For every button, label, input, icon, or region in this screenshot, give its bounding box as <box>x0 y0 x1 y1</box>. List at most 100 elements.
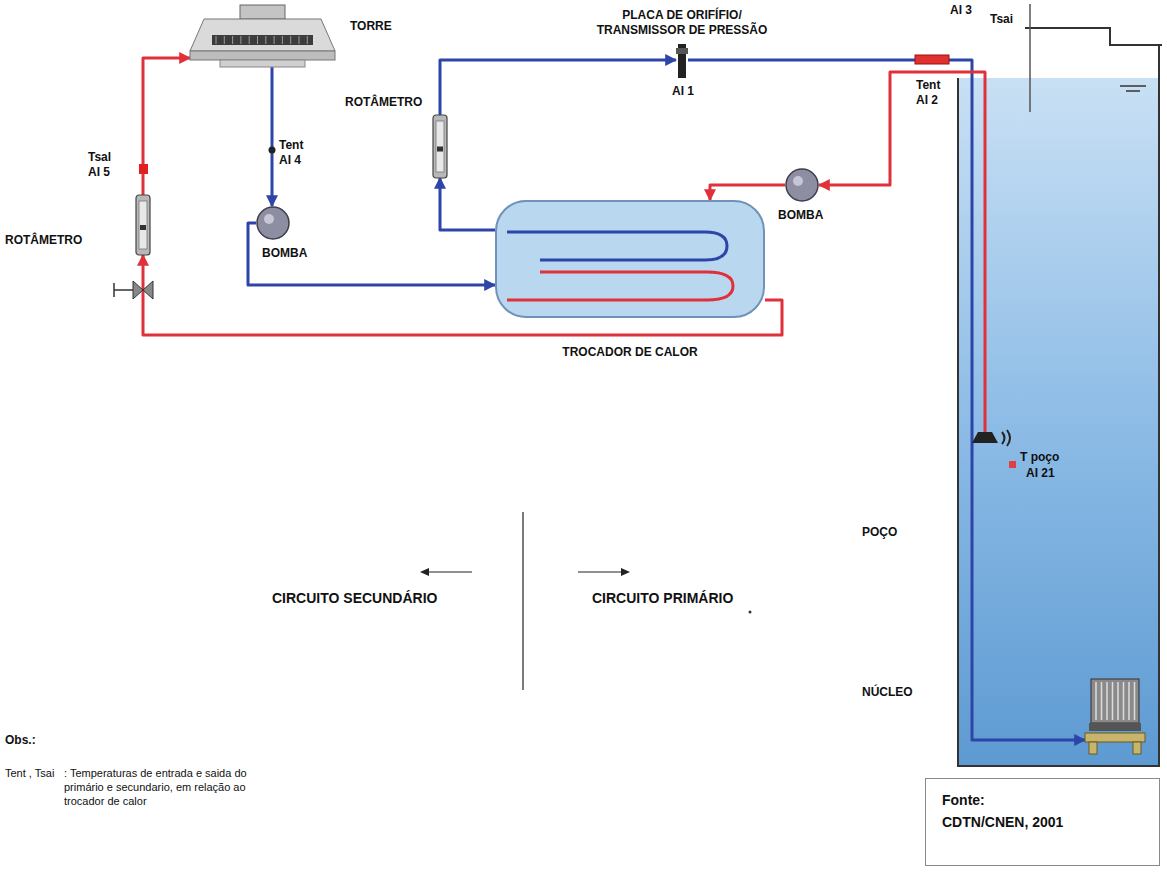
pump-highlight <box>264 214 274 224</box>
pump: BOMBA <box>785 168 819 202</box>
temperature-sensor <box>1009 461 1016 468</box>
core-fuel-rod <box>1134 682 1136 720</box>
pipe-connector <box>440 60 676 115</box>
node-label: PLACA DE ORIFÍFIO/ TRANSMISSOR DE PRESSÃ… <box>582 8 782 38</box>
node-label: AI 1 <box>672 84 694 99</box>
tower-basin <box>190 51 335 60</box>
pipe-connector <box>710 185 785 200</box>
core-stand <box>1085 733 1145 742</box>
core-fuel-rod <box>1117 682 1119 720</box>
pipe-connector <box>271 67 274 206</box>
tower-grille-slat <box>232 36 233 44</box>
core-fuel-rod <box>1112 682 1114 720</box>
core-grid <box>1089 723 1141 731</box>
rotameter-float <box>437 147 443 152</box>
reactor-core: NÚCLEO <box>1085 675 1145 755</box>
direction-arrowhead <box>621 568 630 576</box>
valve-symbol <box>133 281 153 299</box>
outlet-nozzle <box>1002 432 1005 444</box>
tower-grille-slat <box>290 36 291 44</box>
tower-body <box>190 19 335 51</box>
core-fuel-rod <box>1106 682 1108 720</box>
channel-id: AI 4 <box>279 153 301 168</box>
sensor-name: T poço <box>1020 450 1059 465</box>
note-heading: Obs.: <box>5 733 36 748</box>
channel-id: AI 2 <box>916 93 938 108</box>
orifice-plate-shape <box>676 44 688 78</box>
pump-body <box>786 169 818 201</box>
pipe-connector <box>688 60 1085 740</box>
source-box: Fonte:CDTN/CNEN, 2001 <box>925 778 1160 866</box>
outlet-nozzle <box>972 432 998 443</box>
node-label: NÚCLEO <box>862 685 913 700</box>
sensor-name: Tsal <box>88 150 111 165</box>
tower-fan <box>240 5 285 19</box>
tower-grille <box>212 35 313 45</box>
water-level-mark <box>1120 85 1146 87</box>
rotameter-float <box>140 225 146 230</box>
direction-arrowhead <box>420 568 429 576</box>
pump: BOMBA <box>256 206 290 240</box>
tower-grille-slat <box>249 36 250 44</box>
valve-handle <box>113 283 115 297</box>
reactor-core-shape <box>1085 675 1145 755</box>
tower-base <box>220 60 305 67</box>
circuit-name: CIRCUITO PRIMÁRIO <box>592 590 733 608</box>
temperature-sensor <box>269 147 276 154</box>
pipe-connector <box>440 178 495 230</box>
circuit-name: CIRCUITO SECUNDÁRIO <box>272 590 437 608</box>
pipe-connector <box>819 72 985 185</box>
rotameter-shape <box>135 195 151 255</box>
pool-outlet-pipe <box>984 78 987 432</box>
core-fuel-rod <box>1101 682 1103 720</box>
tower-grille-slat <box>257 36 258 44</box>
tower-grille-slat <box>307 36 308 44</box>
channel-id: AI 5 <box>88 165 110 180</box>
pipe-connector <box>143 58 190 195</box>
cooling-tower-shape <box>190 5 335 67</box>
node-label: BOMBA <box>262 246 307 261</box>
core-body <box>1091 679 1139 723</box>
pump-shape <box>785 168 819 202</box>
outlet-nozzle <box>1007 430 1010 446</box>
rotameter: ROTÂMETRO <box>135 195 151 255</box>
node-label: TROCADOR DE CALOR <box>495 345 765 360</box>
node-label: TORRE <box>350 19 392 34</box>
channel-id: AI 21 <box>1026 466 1055 481</box>
reactor-pool: POÇONÚCLEO <box>957 78 1160 767</box>
heat-exchanger: TROCADOR DE CALOR <box>495 200 765 318</box>
pump-body <box>257 207 289 239</box>
dot <box>749 611 752 614</box>
pool-rod <box>1029 4 1031 112</box>
pool-water <box>957 78 1160 767</box>
note-text: : Temperaturas de entrada e saida do pri… <box>64 767 269 808</box>
node-label: ROTÂMETRO <box>345 95 422 110</box>
tower-grille-slat <box>274 36 275 44</box>
sensor-name: Tsai <box>990 12 1013 27</box>
tower-grille-slat <box>282 36 283 44</box>
pressure-transmitter <box>676 48 688 54</box>
water-level-mark <box>1126 90 1140 92</box>
valve-handle <box>114 289 133 291</box>
exchanger-coil <box>507 272 733 300</box>
core-stand-leg <box>1089 742 1097 754</box>
node-label: ROTÂMETRO <box>5 233 82 248</box>
pool-wall <box>958 45 1159 766</box>
rotameter-shape <box>432 115 448 178</box>
source-text: CDTN/CNEN, 2001 <box>942 811 1143 833</box>
tower-grille-slat <box>216 36 217 44</box>
rotameter-glass <box>436 121 444 172</box>
orifice-plate: PLACA DE ORIFÍFIO/ TRANSMISSOR DE PRESSÃ… <box>676 44 688 78</box>
circuit-divider <box>522 512 523 690</box>
node-label: BOMBA <box>778 208 823 223</box>
direction-arrow <box>578 571 624 572</box>
sensor-name: Tent <box>916 78 940 93</box>
core-fuel-rod <box>1128 682 1130 720</box>
core-fuel-rod <box>1123 682 1125 720</box>
direction-arrow <box>426 571 472 572</box>
tower-grille-slat <box>299 36 300 44</box>
channel-id: AI 3 <box>950 3 972 18</box>
rotameter-tube <box>136 195 150 255</box>
